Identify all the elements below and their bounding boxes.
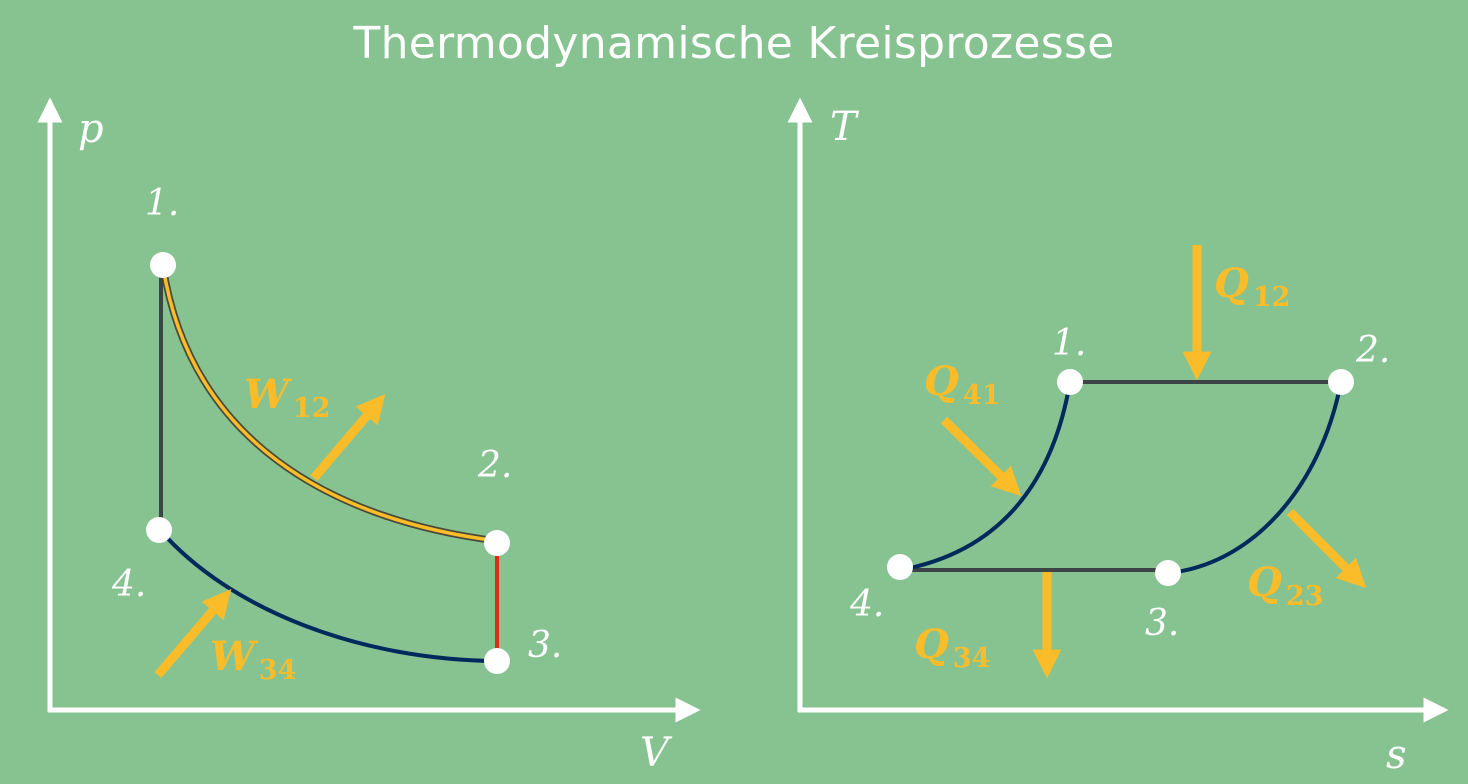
pv-point-label-1: 1. [145, 183, 179, 224]
pv-work-34-symbol: W [210, 633, 259, 680]
page-title: Thermodynamische Kreisprozesse [353, 18, 1115, 69]
ts-isochore-2-3 [1167, 381, 1343, 575]
ts-heat-23-arrow [1286, 508, 1367, 589]
pv-point-label-2: 2. [477, 445, 512, 486]
ts-heat-23-symbol: Q [1247, 559, 1282, 606]
ts-point-label-2: 2. [1355, 330, 1390, 371]
ts-heat-34-subscript: 34 [953, 643, 991, 674]
ts-state-point-3 [1155, 560, 1181, 586]
ts-x-axis-label: s [1386, 732, 1407, 778]
ts-heat-12-symbol: Q [1214, 260, 1249, 307]
pv-work-12-arrow [310, 394, 386, 481]
ts-state-point-2 [1328, 369, 1354, 395]
ts-heat-34-symbol: Q [914, 621, 949, 668]
pv-isotherm-1-2 [159, 265, 499, 545]
ts-heat-23-subscript: 23 [1286, 581, 1324, 612]
pv-state-point-4 [146, 517, 172, 543]
ts-state-point-1 [1057, 369, 1083, 395]
pv-work-34-subscript: 34 [259, 655, 297, 686]
pv-state-point-3 [484, 648, 510, 674]
ts-point-label-1: 1. [1052, 323, 1086, 364]
ts-heat-41-arrow [940, 416, 1022, 497]
pv-state-point-2 [484, 530, 510, 556]
ts-isochore-4-1 [899, 381, 1072, 572]
ts-state-point-4 [887, 554, 913, 580]
pv-work-12-symbol: W [244, 371, 293, 418]
pv-point-label-4: 4. [111, 564, 146, 605]
pv-state-point-1 [150, 252, 176, 278]
pv-isotherm-3-4 [158, 528, 498, 663]
ts-heat-41-subscript: 41 [963, 380, 1001, 411]
ts-heat-12-subscript: 12 [1253, 282, 1291, 313]
ts-point-label-3: 3. [1145, 603, 1179, 644]
pv-work-34-arrow [154, 589, 232, 678]
pv-point-label-3: 3. [528, 625, 562, 666]
pv-work-12-subscript: 12 [293, 393, 331, 424]
pv-x-axis-label: V [640, 730, 673, 776]
pv-y-axis-label: p [78, 106, 104, 152]
pv-isotherm-1-2-fill [161, 265, 499, 543]
ts-point-label-4: 4. [849, 584, 884, 625]
ts-heat-41-symbol: Q [924, 358, 959, 405]
ts-y-axis-label: T [830, 104, 860, 150]
